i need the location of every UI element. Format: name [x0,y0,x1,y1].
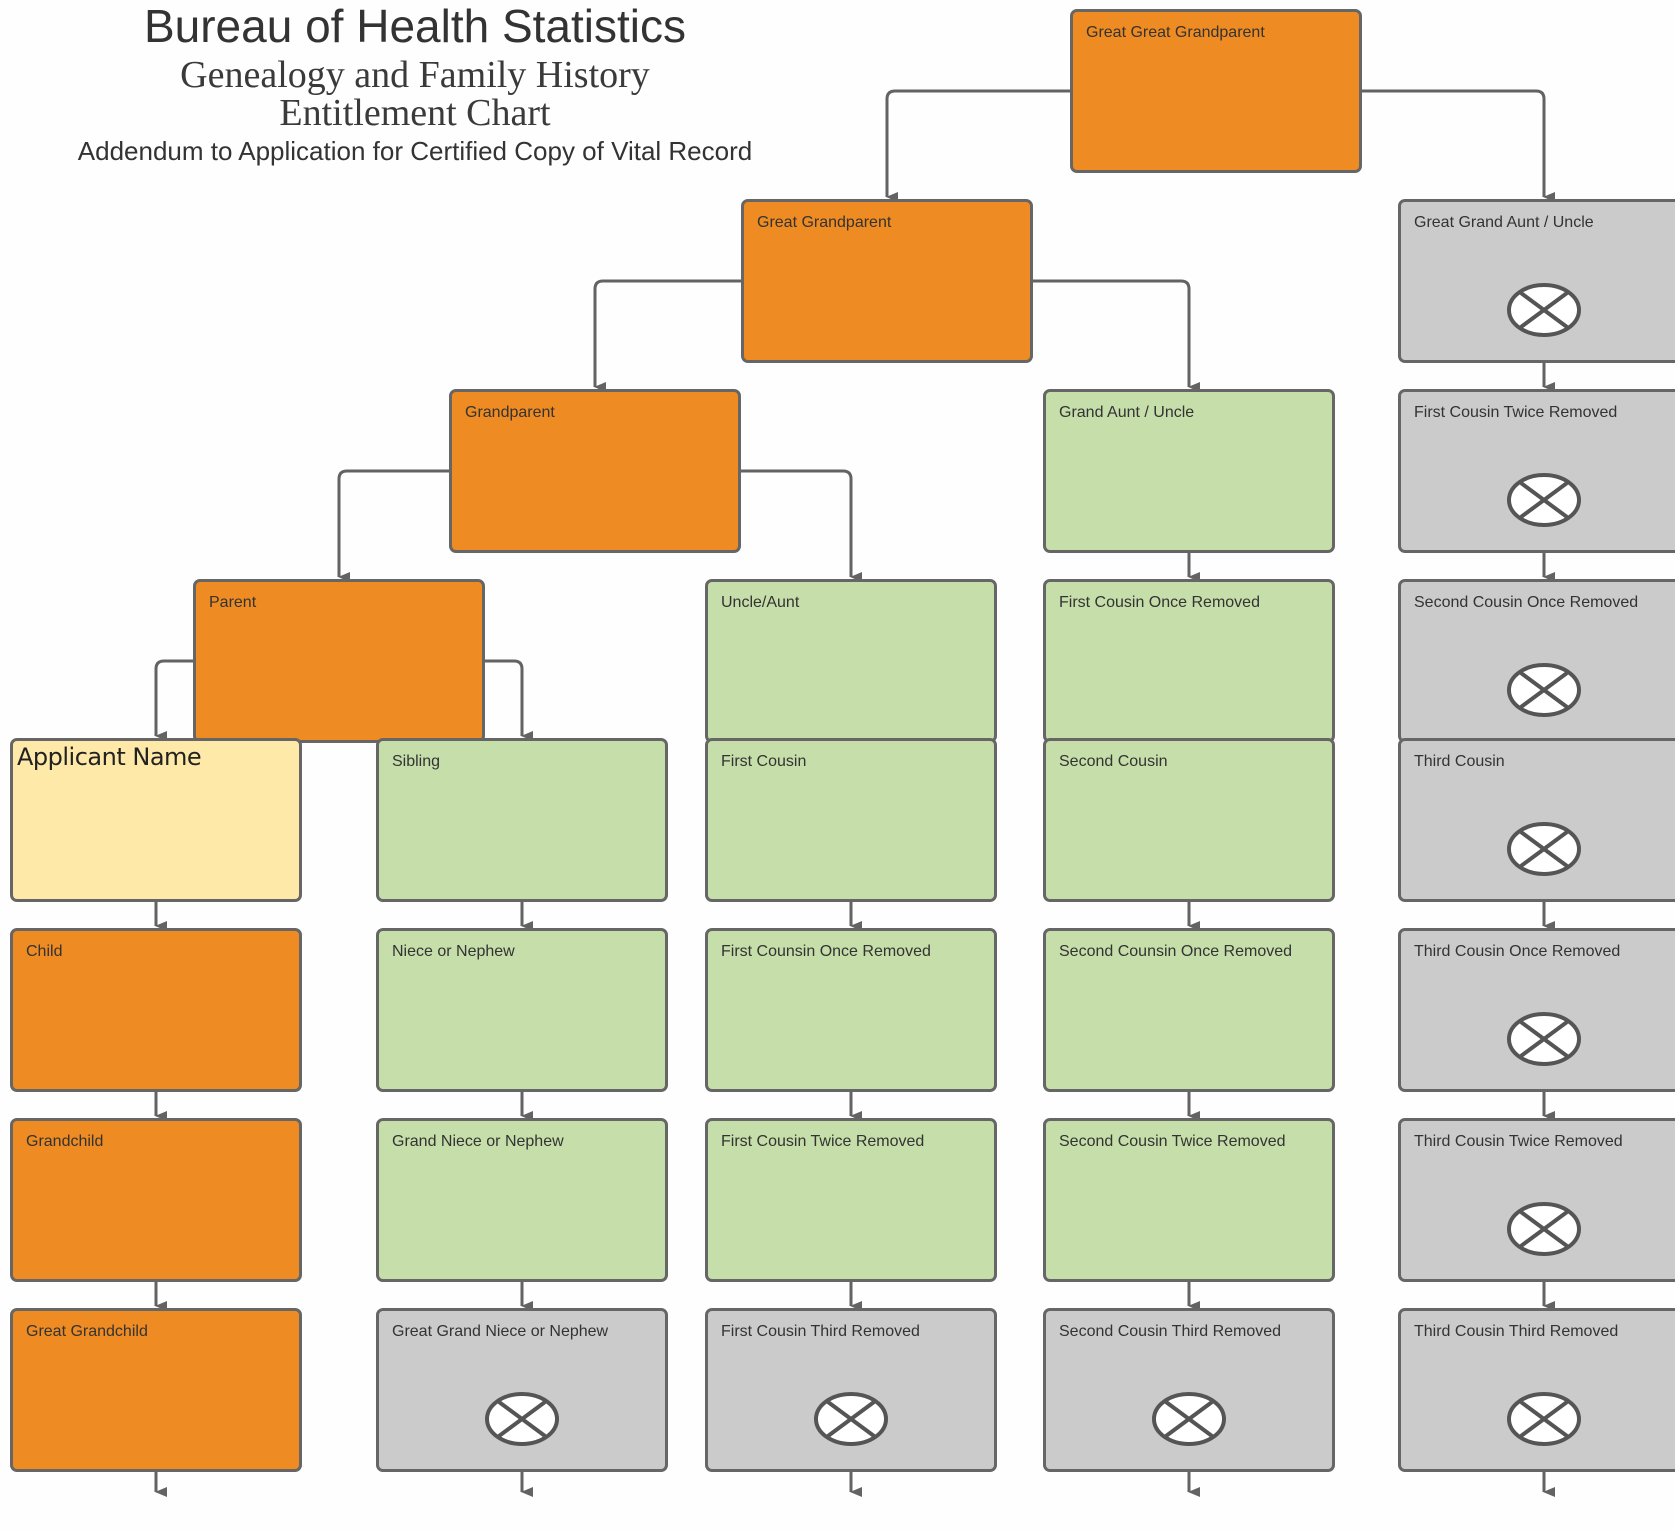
node-label: Grandchild [26,1133,104,1150]
node-label: Third Cousin Twice Removed [1414,1133,1623,1150]
not-entitled-x-icon [1507,1392,1581,1446]
connector-grandparent-to-parent [337,469,449,582]
connector-great-grandparent-to-grandparent [593,279,741,392]
node-second-cousin-third-removed: Second Cousin Third Removed [1043,1308,1335,1472]
node-label: Great Grand Aunt / Uncle [1414,214,1594,231]
node-grand-aunt-uncle: Grand Aunt / Uncle [1043,389,1335,553]
node-label: Child [26,943,63,960]
connector-parent-to-applicant [154,659,193,741]
node-applicant: Applicant Name [10,738,302,902]
connector-great-great-grandparent-to-great-grandparent [885,89,1070,202]
chart-subtitle-line1: Genealogy and Family History [180,54,650,96]
connector-grandparent-to-uncle-aunt [741,469,862,582]
node-label: Sibling [392,753,441,770]
node-label: Second Cousin Twice Removed [1059,1133,1286,1150]
connector-great-great-grandparent-to-great-grand-aunt-uncle [1362,89,1555,202]
node-grandchild: Grandchild [10,1118,302,1282]
not-entitled-x-icon [1507,663,1581,717]
node-label: Second Cousin [1059,753,1168,770]
not-entitled-x-icon [1507,283,1581,337]
not-entitled-x-icon [1507,1012,1581,1066]
node-first-cousin-once-removed-top: First Cousin Once Removed [1043,579,1335,743]
node-first-cousin-twice-removed-top: First Cousin Twice Removed [1398,389,1675,553]
node-parent: Parent [193,579,485,743]
node-label: Parent [209,594,257,611]
node-label: Niece or Nephew [392,943,515,960]
node-label: Grand Niece or Nephew [392,1133,564,1150]
node-label: Grand Aunt / Uncle [1059,404,1195,421]
not-entitled-x-icon [1152,1392,1226,1446]
node-first-cousin-third-removed: First Cousin Third Removed [705,1308,997,1472]
node-label: Second Cousin Once Removed [1414,594,1639,611]
node-label: Great Grandparent [757,214,892,231]
node-third-cousin-third-removed: Third Cousin Third Removed [1398,1308,1675,1472]
node-label: First Counsin Once Removed [721,943,931,960]
node-label: First Cousin Third Removed [721,1323,920,1340]
node-label: First Cousin Twice Removed [721,1133,925,1150]
not-entitled-x-icon [1507,822,1581,876]
addendum-text: Addendum to Application for Certified Co… [77,136,753,166]
not-entitled-x-icon [1507,473,1581,527]
node-great-grand-aunt-uncle: Great Grand Aunt / Uncle [1398,199,1675,363]
node-first-cousin-twice-removed: First Cousin Twice Removed [705,1118,997,1282]
chart-header: Bureau of Health Statistics Genealogy an… [0,0,830,168]
node-label: First Cousin Once Removed [1059,594,1260,611]
node-great-grandparent: Great Grandparent [741,199,1033,363]
node-second-cousin-once-removed-top: Second Cousin Once Removed [1398,579,1675,743]
node-label: Second Counsin Once Removed [1059,943,1293,960]
node-second-cousin-twice-removed: Second Cousin Twice Removed [1043,1118,1335,1282]
node-great-great-grandparent: Great Great Grandparent [1070,9,1362,173]
node-great-grand-niece-nephew: Great Grand Niece or Nephew [376,1308,668,1472]
node-label: First Cousin Twice Removed [1414,404,1618,421]
node-label: First Cousin [721,753,807,770]
node-grand-niece-nephew: Grand Niece or Nephew [376,1118,668,1282]
node-third-cousin-once-removed: Third Cousin Once Removed [1398,928,1675,1092]
node-label: Third Cousin Once Removed [1414,943,1621,960]
node-child: Child [10,928,302,1092]
node-sibling: Sibling [376,738,668,902]
connector-great-grandparent-to-grand-aunt-uncle [1033,279,1200,392]
node-first-cousin-once-removed: First Counsin Once Removed [705,928,997,1092]
node-third-cousin-twice-removed: Third Cousin Twice Removed [1398,1118,1675,1282]
node-uncle-aunt: Uncle/Aunt [705,579,997,743]
node-label: Third Cousin [1414,753,1505,770]
chart-subtitle-line2: Entitlement Chart [279,92,551,134]
node-label: Great Grandchild [26,1323,148,1340]
connector-parent-to-sibling [485,659,533,741]
node-niece-nephew: Niece or Nephew [376,928,668,1092]
node-label: Third Cousin Third Removed [1414,1323,1619,1340]
node-second-cousin: Second Cousin [1043,738,1335,902]
not-entitled-x-icon [485,1392,559,1446]
node-great-grandchild: Great Grandchild [10,1308,302,1472]
node-third-cousin: Third Cousin [1398,738,1675,902]
node-grandparent: Grandparent [449,389,741,553]
page-title: Bureau of Health Statistics [143,0,687,52]
node-label: Uncle/Aunt [721,594,800,611]
node-label: Great Grand Niece or Nephew [392,1323,609,1340]
not-entitled-x-icon [814,1392,888,1446]
node-label: Second Cousin Third Removed [1059,1323,1282,1340]
node-label: Great Great Grandparent [1086,24,1265,41]
not-entitled-x-icon [1507,1202,1581,1256]
node-label: Applicant Name [17,743,202,771]
node-label: Grandparent [465,404,555,421]
node-second-cousin-once-removed: Second Counsin Once Removed [1043,928,1335,1092]
node-first-cousin: First Cousin [705,738,997,902]
